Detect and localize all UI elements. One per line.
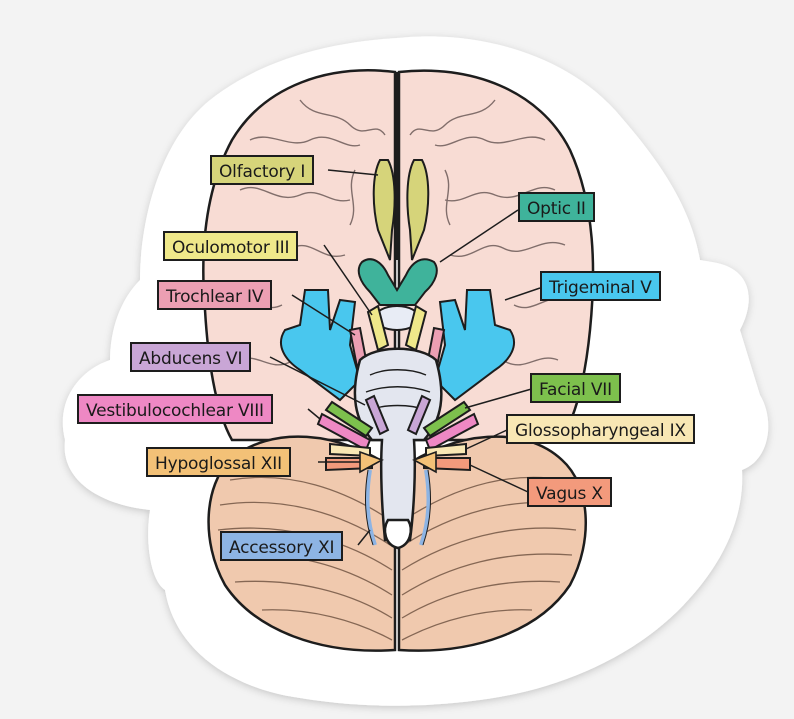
label-glossopharyngeal: Glossopharyngeal IX xyxy=(506,414,695,444)
abducens-nerve-shape xyxy=(364,394,432,436)
label-accessory: Accessory XI xyxy=(220,531,344,561)
optic-nerve-shape xyxy=(357,258,438,306)
facial-nerve-shape xyxy=(324,400,472,438)
label-trochlear: Trochlear IV xyxy=(157,280,273,310)
label-vagus: Vagus X xyxy=(527,477,612,507)
label-facial: Facial VII xyxy=(530,373,621,403)
label-hypoglossal: Hypoglossal XII xyxy=(146,447,291,477)
label-olfactory: Olfactory I xyxy=(210,155,315,185)
label-abducens: Abducens VI xyxy=(130,342,252,372)
label-oculomotor: Oculomotor III xyxy=(163,231,299,261)
accessory-nerve-shape xyxy=(365,469,431,546)
trigeminal-nerve-shape xyxy=(280,289,515,402)
label-optic: Optic II xyxy=(518,192,595,222)
label-vestibulocochlear: Vestibulocochlear VIII xyxy=(77,394,273,424)
olfactory-nerve-shape xyxy=(372,159,430,261)
leader-lines xyxy=(269,169,541,546)
label-trigeminal: Trigeminal V xyxy=(540,271,661,301)
vestibulocochlear-nerve-shape xyxy=(316,412,480,452)
vagus-nerve-shape xyxy=(325,457,471,472)
oculomotor-nerve-shape xyxy=(366,304,428,352)
brainstem xyxy=(353,347,443,550)
